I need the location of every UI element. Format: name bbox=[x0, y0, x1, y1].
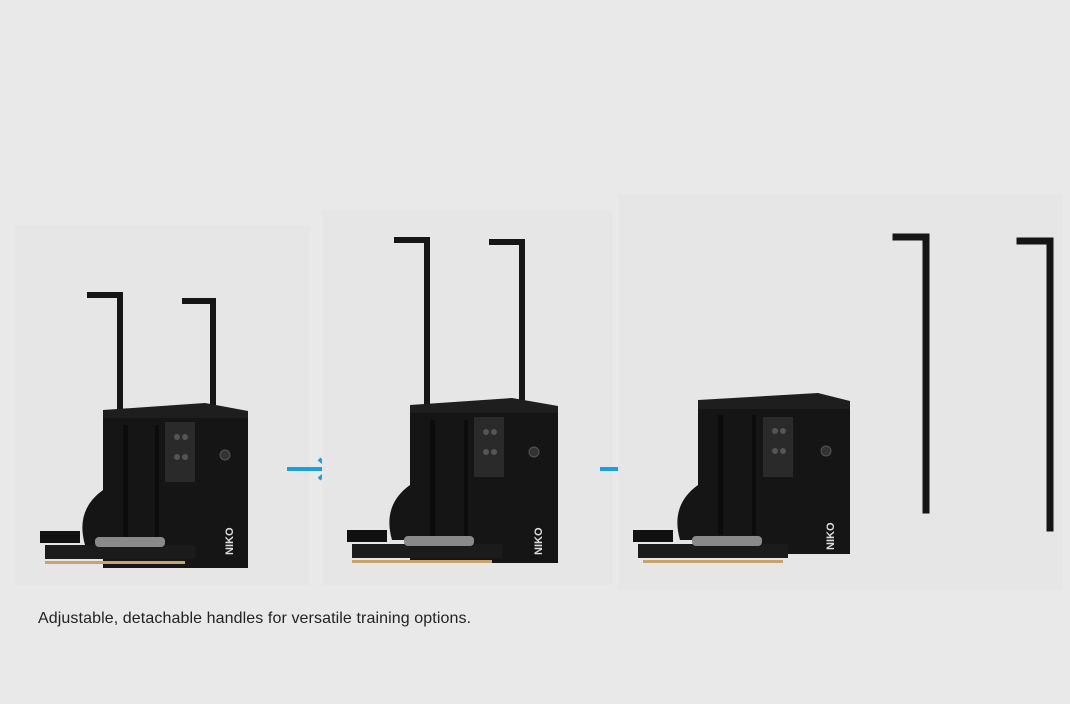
logo-text: NIKO bbox=[533, 527, 545, 555]
logo-text: NIKO bbox=[825, 522, 837, 550]
logo-text: NIKO bbox=[224, 527, 236, 555]
chair-with-handles-low: NIKO bbox=[15, 225, 310, 585]
chair-with-handles-raised: NIKO bbox=[322, 210, 612, 585]
chair-with-handles-detached: NIKO bbox=[618, 195, 1063, 590]
caption-text: Adjustable, detachable handles for versa… bbox=[38, 610, 472, 627]
